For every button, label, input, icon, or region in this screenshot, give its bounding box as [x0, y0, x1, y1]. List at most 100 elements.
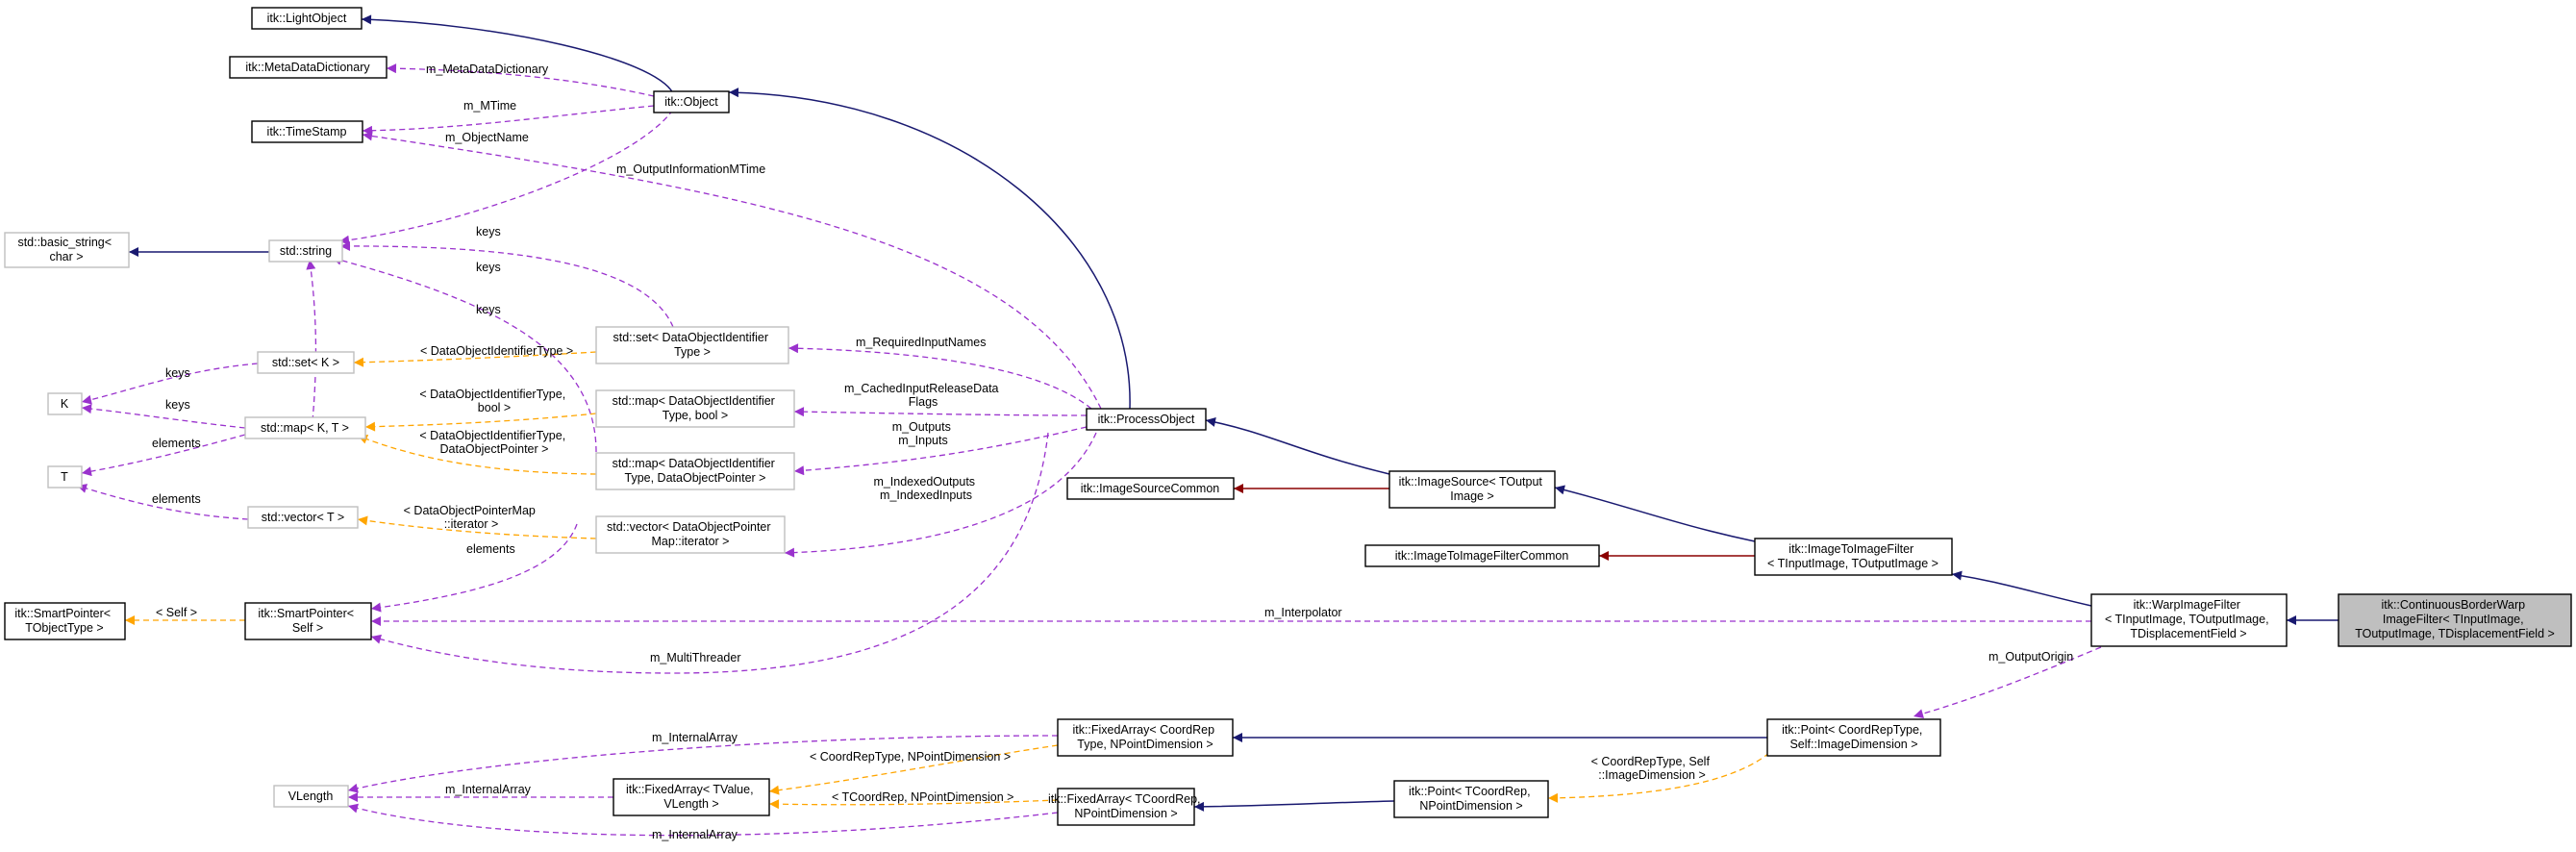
node-imagetoimagefilter-line2: < TInputImage, TOutputImage >: [1767, 557, 1938, 570]
label-tmpl-coordrep-self-line1: < CoordRepType, Self: [1591, 755, 1711, 768]
node-vector-dop-label: std::vector< DataObjectPointer Map::iter…: [607, 520, 774, 548]
node-set-k-label: std::set< K >: [272, 356, 339, 369]
label-tmpl-dop-map: < DataObjectPointerMap ::iterator >: [404, 504, 539, 531]
node-point-tcoordrep-line1: itk::Point< TCoordRep,: [1409, 785, 1531, 798]
edge-itif-inherits-imagesource: [1554, 485, 1756, 542]
node-imagesourcecommon[interactable]: itk::ImageSourceCommon: [1066, 477, 1235, 500]
edge-vectort-tmpl-vectordop: [357, 515, 597, 539]
node-vlength-label: VLength: [288, 789, 334, 803]
label-tmpl-dop-map-line2: ::iterator >: [444, 517, 499, 531]
node-map-kt[interactable]: std::map< K, T >: [244, 416, 366, 439]
node-basic-string-line1: std::basic_string<: [17, 236, 112, 249]
node-k[interactable]: K: [47, 392, 83, 415]
node-fixedarray-coordreptype[interactable]: itk::FixedArray< CoordRep Type, NPointDi…: [1057, 718, 1234, 757]
edge-mapkt-uses-k: [81, 404, 246, 429]
label-m-internalarray: m_InternalArray: [445, 783, 532, 796]
node-object-label: itk::Object: [664, 95, 718, 109]
node-fixedarray-coordreptype-line2: Type, NPointDimension >: [1077, 738, 1213, 751]
node-warpimagefilter[interactable]: itk::WarpImageFilter < TInputImage, TOut…: [2090, 593, 2288, 647]
edge-mapdoiptr-uses-string: [331, 255, 597, 453]
node-cbw-line2: ImageFilter< TInputImage,: [2383, 613, 2524, 626]
node-warpimagefilter-line2: < TInputImage, TOutputImage,: [2105, 613, 2269, 626]
edge-mapkt-uses-string: [306, 259, 317, 422]
edge-setk-tmpl-setdoi: [353, 351, 597, 367]
node-fixedarray-coordreptype-line1: itk::FixedArray< CoordRep: [1072, 723, 1214, 737]
node-smartpointer-self[interactable]: itk::SmartPointer< Self >: [244, 602, 372, 640]
node-fixedarray-tcoordrep-label: itk::FixedArray< TCoordRep, NPointDimens…: [1048, 792, 1204, 820]
label-tmpl-doi-bool: < DataObjectIdentifierType, bool >: [419, 388, 568, 414]
node-smartpointer-tobjecttype[interactable]: itk::SmartPointer< TObjectType >: [4, 602, 126, 640]
label-m-indexedoutputs: m_IndexedOutputs: [873, 475, 975, 489]
node-std-string[interactable]: std::string: [268, 239, 343, 263]
node-fixedarray-tcoordrep[interactable]: itk::FixedArray< TCoordRep, NPointDimens…: [1048, 788, 1204, 826]
node-fixedarray-tvalue-line1: itk::FixedArray< TValue,: [626, 783, 754, 796]
node-point-coordreptype[interactable]: itk::Point< CoordRepType, Self::ImageDim…: [1766, 718, 1941, 757]
label-m-cachedinput-line1: m_CachedInputReleaseData: [844, 382, 999, 395]
node-imagetoimagefiltercommon[interactable]: itk::ImageToImageFilterCommon: [1364, 544, 1600, 567]
label-tmpl-doi-ptr-line2: DataObjectPointer >: [440, 442, 549, 456]
label-m-outputs-inputs: m_Outputs m_Inputs: [892, 420, 955, 447]
node-std-string-label: std::string: [280, 244, 332, 258]
node-t[interactable]: T: [47, 465, 83, 489]
node-warpimagefilter-label: itk::WarpImageFilter < TInputImage, TOut…: [2105, 598, 2272, 640]
node-imagesourcecommon-label: itk::ImageSourceCommon: [1081, 482, 1220, 495]
node-map-doi-ptr-label: std::map< DataObjectIdentifier Type, Dat…: [613, 457, 779, 485]
node-smartpointer-self-line2: Self >: [292, 621, 323, 635]
node-timestamp[interactable]: itk::TimeStamp: [251, 120, 363, 143]
edge-fixedtvalue-tmpl-fixedcoordrep: [768, 744, 1059, 795]
node-vector-dop[interactable]: std::vector< DataObjectPointer Map::iter…: [595, 515, 786, 554]
node-basic-string[interactable]: std::basic_string< char >: [4, 232, 130, 268]
edge-fixedtcoordrep-uses-vlength: [347, 803, 1059, 837]
label-m-cachedinput-line2: Flags: [909, 395, 938, 409]
node-fixedarray-tvalue-label: itk::FixedArray< TValue, VLength >: [626, 783, 757, 811]
node-lightobject[interactable]: itk::LightObject: [251, 7, 363, 30]
node-smartpointer-self-label: itk::SmartPointer< Self >: [258, 607, 357, 635]
node-point-tcoordrep[interactable]: itk::Point< TCoordRep, NPointDimension >: [1393, 780, 1549, 818]
node-imagetoimagefiltercommon-label: itk::ImageToImageFilterCommon: [1395, 549, 1569, 563]
node-vlength[interactable]: VLength: [273, 785, 349, 808]
label-elements: elements: [152, 437, 201, 450]
label-m-internalarray: m_InternalArray: [652, 828, 738, 841]
label-keys: keys: [476, 303, 501, 316]
label-m-requiredinputnames: m_RequiredInputNames: [856, 336, 987, 349]
node-fixedarray-tcoordrep-line2: NPointDimension >: [1074, 807, 1177, 820]
label-m-outputinformationmtime: m_OutputInformationMTime: [616, 163, 765, 176]
node-point-coordreptype-label: itk::Point< CoordRepType, Self::ImageDim…: [1782, 723, 1926, 751]
node-continuousborderwarpimagefilter[interactable]: itk::ContinuousBorderWarp ImageFilter< T…: [2338, 593, 2572, 647]
node-imagetoimagefilter[interactable]: itk::ImageToImageFilter < TInputImage, T…: [1754, 538, 1953, 576]
node-fixedarray-tvalue-line2: VLength >: [663, 797, 718, 811]
label-keys: keys: [165, 398, 190, 412]
node-metadatadictionary[interactable]: itk::MetaDataDictionary: [229, 56, 388, 79]
node-map-doi-ptr[interactable]: std::map< DataObjectIdentifier Type, Dat…: [595, 452, 795, 490]
edge-processobject-uses-mapdoibool: [793, 407, 1088, 417]
label-m-inputs: m_Inputs: [898, 434, 947, 447]
node-processobject[interactable]: itk::ProcessObject: [1086, 408, 1207, 431]
node-map-doi-bool[interactable]: std::map< DataObjectIdentifier Type, boo…: [595, 389, 795, 428]
label-elements: elements: [152, 492, 201, 506]
edge-labels: m_MetaDataDictionary m_MTime m_ObjectNam…: [152, 63, 2073, 841]
node-vector-t[interactable]: std::vector< T >: [247, 506, 359, 529]
node-map-kt-label: std::map< K, T >: [261, 421, 349, 435]
label-m-interpolator: m_Interpolator: [1264, 606, 1342, 619]
edge-object-uses-string: [338, 109, 674, 245]
node-imagesource[interactable]: itk::ImageSource< TOutput Image >: [1388, 470, 1556, 509]
node-fixedarray-tcoordrep-line1: itk::FixedArray< TCoordRep,: [1048, 792, 1201, 806]
node-basic-string-label: std::basic_string< char >: [17, 236, 114, 263]
node-set-doi[interactable]: std::set< DataObjectIdentifier Type >: [595, 326, 789, 364]
node-smartpointer-tobjecttype-line1: itk::SmartPointer<: [14, 607, 111, 620]
node-basic-string-line2: char >: [49, 250, 83, 263]
node-map-doi-bool-line2: Type, bool >: [663, 409, 728, 422]
label-m-indexedinputs: m_IndexedInputs: [880, 489, 972, 502]
node-fixedarray-tvalue[interactable]: itk::FixedArray< TValue, VLength >: [613, 778, 770, 816]
node-set-doi-line2: Type >: [674, 345, 711, 359]
label-m-cachedinput: m_CachedInputReleaseData Flags: [844, 382, 1002, 409]
label-keys: keys: [165, 366, 190, 380]
edges: [76, 14, 2338, 837]
node-set-k[interactable]: std::set< K >: [257, 351, 355, 374]
node-vector-dop-line2: Map::iterator >: [652, 535, 730, 548]
label-tmpl-doi-bool-line1: < DataObjectIdentifierType,: [419, 388, 565, 401]
edge-vectordop-uses-smartptrself: [370, 523, 578, 613]
node-object[interactable]: itk::Object: [653, 90, 730, 113]
node-vector-t-label: std::vector< T >: [262, 511, 344, 524]
node-fixedarray-coordreptype-label: itk::FixedArray< CoordRep Type, NPointDi…: [1072, 723, 1217, 751]
